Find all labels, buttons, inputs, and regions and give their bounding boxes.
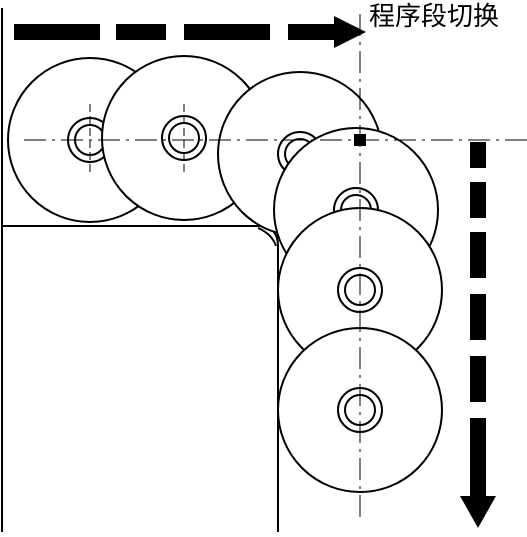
corner-fillet bbox=[257, 227, 277, 247]
arrow-right-icon bbox=[14, 16, 366, 48]
arrow-down-icon bbox=[460, 142, 496, 528]
caption-label: 程序段切换 bbox=[369, 2, 500, 32]
disc-column-vertical bbox=[273, 127, 443, 493]
center-lines bbox=[24, 14, 527, 520]
square-marker-icon bbox=[354, 134, 366, 146]
